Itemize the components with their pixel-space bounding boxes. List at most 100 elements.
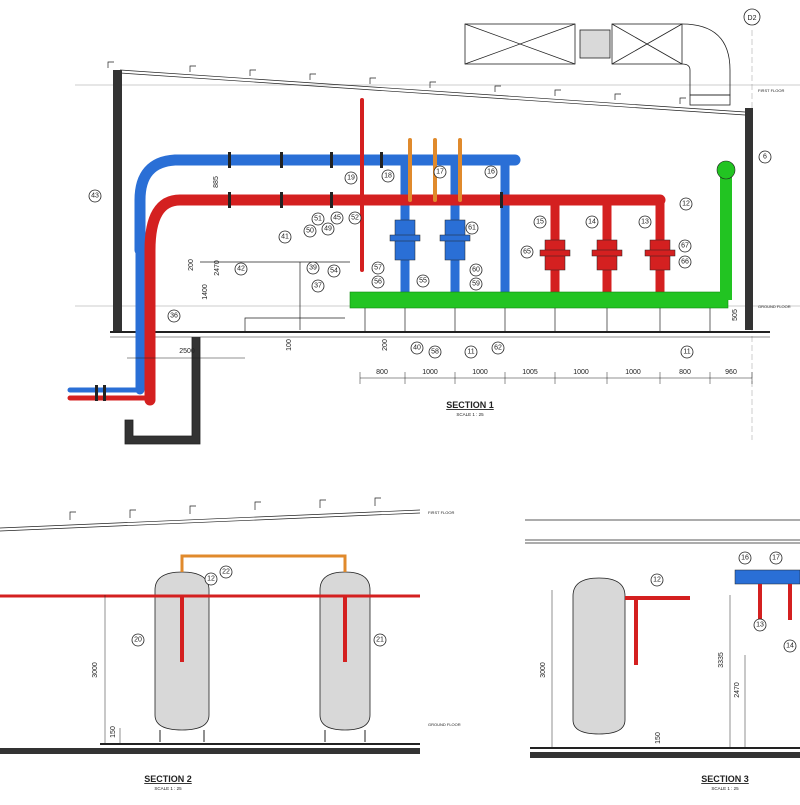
equipment-tag: 6	[758, 150, 772, 164]
dimension-label: 2470	[214, 260, 221, 276]
right-wall	[745, 108, 753, 330]
equipment-tag: 52	[348, 211, 362, 225]
svg-text:22: 22	[222, 569, 230, 576]
ground-floor-label-s2: GROUND FLOOR	[428, 722, 461, 727]
svg-text:14: 14	[588, 219, 596, 226]
svg-text:21: 21	[376, 637, 384, 644]
section2-dimensions	[104, 595, 121, 744]
dimension-label: 150	[110, 726, 117, 738]
svg-text:51: 51	[314, 216, 322, 223]
section2-pipework	[0, 554, 420, 662]
svg-text:37: 37	[314, 283, 322, 290]
equipment-tag: 17	[433, 165, 447, 179]
svg-text:59: 59	[472, 281, 480, 288]
equipment-tag: 16	[484, 165, 498, 179]
dimension-label: 1000	[422, 369, 438, 376]
dimension-label: 3000	[92, 662, 99, 678]
svg-text:20: 20	[134, 637, 142, 644]
svg-text:18: 18	[384, 173, 392, 180]
left-wall	[113, 70, 122, 332]
svg-text:65: 65	[523, 249, 531, 256]
svg-text:12: 12	[653, 577, 661, 584]
equipment-tag: 39	[306, 261, 320, 275]
svg-text:56: 56	[374, 279, 382, 286]
equipment-tag: 17	[769, 551, 783, 565]
equipment-tag: 14	[783, 639, 797, 653]
equipment-tag: 12	[650, 573, 664, 587]
equipment-tag: 54	[327, 264, 341, 278]
svg-text:67: 67	[681, 243, 689, 250]
equipment-tag: 58	[428, 345, 442, 359]
svg-text:13: 13	[756, 622, 764, 629]
dimension-label: 3000	[540, 662, 547, 678]
equipment-tag: 41	[278, 230, 292, 244]
svg-text:58: 58	[431, 349, 439, 356]
dimension-label: 1005	[522, 369, 538, 376]
svg-text:15: 15	[536, 219, 544, 226]
svg-text:SECTION 1: SECTION 1	[446, 400, 494, 410]
svg-text:11: 11	[683, 349, 690, 356]
svg-text:SECTION 3: SECTION 3	[701, 774, 749, 784]
equipment-tag: 65	[520, 245, 534, 259]
dimension-label: 100	[286, 339, 293, 351]
svg-text:43: 43	[91, 193, 99, 200]
svg-text:6: 6	[763, 154, 767, 161]
svg-text:12: 12	[682, 201, 690, 208]
svg-text:42: 42	[237, 266, 245, 273]
svg-text:16: 16	[487, 169, 495, 176]
svg-text:19: 19	[347, 175, 355, 182]
first-floor-label-s2: FIRST FLOOR	[428, 510, 454, 515]
svg-text:66: 66	[681, 259, 689, 266]
svg-text:40: 40	[413, 345, 421, 352]
svg-text:57: 57	[374, 265, 382, 272]
equipment-tag: 43	[88, 189, 102, 203]
equipment-tag: 11	[680, 345, 694, 359]
equipment-tag: 14	[585, 215, 599, 229]
equipment-tag: 49	[321, 222, 335, 236]
equipment-tag: 60	[469, 263, 483, 277]
heating-pumps	[539, 239, 676, 271]
dimension-label: 200	[382, 339, 389, 351]
dimension-label: 505	[732, 309, 739, 321]
equipment-tag: 22	[219, 565, 233, 579]
section2-tags: 12 22 20 21	[131, 565, 387, 647]
equipment-tag: 50	[303, 224, 317, 238]
svg-text:SECTION 2: SECTION 2	[144, 774, 192, 784]
svg-text:61: 61	[468, 225, 476, 232]
equipment-tag: 37	[311, 279, 325, 293]
section1-title: SECTION 1 SCALE 1 : 25	[446, 400, 494, 417]
dimension-label: 2470	[734, 682, 741, 698]
equipment-tag: 13	[753, 618, 767, 632]
pipe-supports	[200, 261, 711, 332]
svg-text:SCALE 1 : 25: SCALE 1 : 25	[711, 786, 739, 791]
equipment-tag: 40	[410, 341, 424, 355]
equipment-tag: 51	[311, 212, 325, 226]
svg-text:17: 17	[772, 555, 780, 562]
equipment-tag: 42	[234, 262, 248, 276]
equipment-tag: 13	[638, 215, 652, 229]
condenser-water-pipework	[349, 160, 736, 309]
svg-text:12: 12	[207, 576, 215, 583]
equipment-tag: 59	[469, 277, 483, 291]
equipment-tag: 61	[465, 221, 479, 235]
svg-text:49: 49	[324, 226, 332, 233]
grid-marker-d2: D2	[743, 8, 761, 26]
equipment-tag: 57	[371, 261, 385, 275]
flanges	[95, 152, 503, 401]
dimension-label: 3335	[718, 652, 725, 668]
equipment-tag: 62	[491, 341, 505, 355]
dimension-label: 1000	[625, 369, 641, 376]
section3-slab	[525, 519, 800, 544]
equipment-tag: 15	[533, 215, 547, 229]
section1-dimensions	[127, 357, 753, 384]
sloped-slab	[107, 61, 746, 116]
section3-dimensions	[551, 590, 746, 748]
dimension-label: 1000	[573, 369, 589, 376]
equipment-tag: 21	[373, 633, 387, 647]
section3-pipework	[625, 569, 800, 665]
